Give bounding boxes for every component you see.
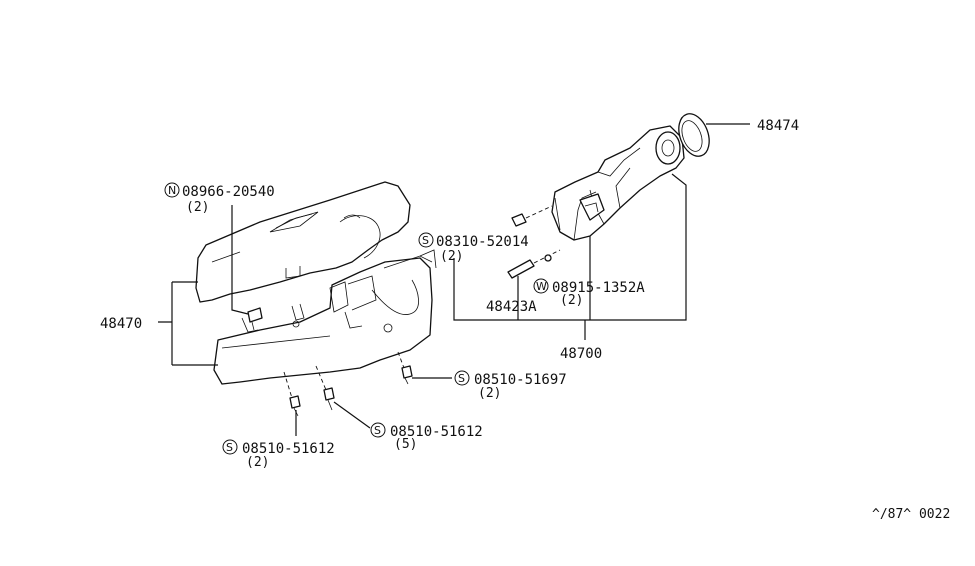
label-48470: 48470 (100, 316, 142, 332)
prefix-letter: S (458, 372, 465, 385)
screw-08510-51697 (397, 351, 413, 385)
label-48700: 48700 (560, 346, 602, 362)
lock-pin-48423A (507, 249, 561, 279)
leader-08510-51612-a (333, 401, 371, 429)
prefix-circle (454, 370, 470, 386)
prefix-circle (370, 422, 386, 438)
callout-08510-51612-a: S 08510-51612 (5) (370, 422, 483, 452)
qty-08510-51612-b: (2) (246, 455, 269, 470)
ignition-lock-assembly (551, 125, 685, 241)
qty-08510-51612-a: (5) (394, 437, 417, 452)
prefix-circle (222, 439, 238, 455)
prefix-letter: N (168, 184, 176, 197)
label-08310: 08310-52014 (436, 234, 529, 250)
callout-08510-51612-b: S 08510-51612 (2) (222, 439, 335, 470)
prefix-letter: S (374, 424, 381, 437)
clip-08966-20540 (247, 307, 263, 331)
diagram-code: ^/87^ 0022 (872, 507, 950, 522)
qty-08966: (2) (186, 200, 209, 215)
prefix-circle (164, 182, 180, 198)
bezel-ring-48474 (678, 113, 710, 157)
qty-08915: (2) (560, 293, 583, 308)
screw-08510-51612-b (283, 371, 301, 417)
label-08510-51612-b: 08510-51612 (242, 441, 335, 457)
screw-08310-52014 (511, 205, 553, 227)
label-08510-51612-a: 08510-51612 (390, 424, 483, 440)
qty-08310: (2) (440, 249, 463, 264)
label-48423A: 48423A (486, 299, 537, 315)
prefix-letter: S (422, 234, 429, 247)
callout-08310: S 08310-52014 (2) (418, 232, 529, 264)
prefix-circle (533, 278, 549, 294)
label-08966: 08966-20540 (182, 184, 275, 200)
leader-48470 (158, 281, 218, 366)
lower-column-cover (213, 249, 437, 385)
screw-08510-51612-a (315, 365, 335, 411)
upper-column-cover (195, 181, 411, 303)
label-48474: 48474 (757, 118, 799, 134)
label-08510-51697: 08510-51697 (474, 372, 567, 388)
leader-08966 (231, 205, 249, 315)
prefix-letter: S (226, 441, 233, 454)
leader-08310 (453, 173, 687, 321)
qty-08510-51697: (2) (478, 386, 501, 401)
callout-08966: N 08966-20540 (2) (164, 182, 275, 215)
callout-08510-51697: S 08510-51697 (2) (454, 370, 567, 401)
callout-08915: W 08915-1352A (2) (533, 278, 645, 308)
prefix-letter: W (536, 280, 547, 293)
label-08915: 08915-1352A (552, 280, 645, 296)
prefix-circle (418, 232, 434, 248)
